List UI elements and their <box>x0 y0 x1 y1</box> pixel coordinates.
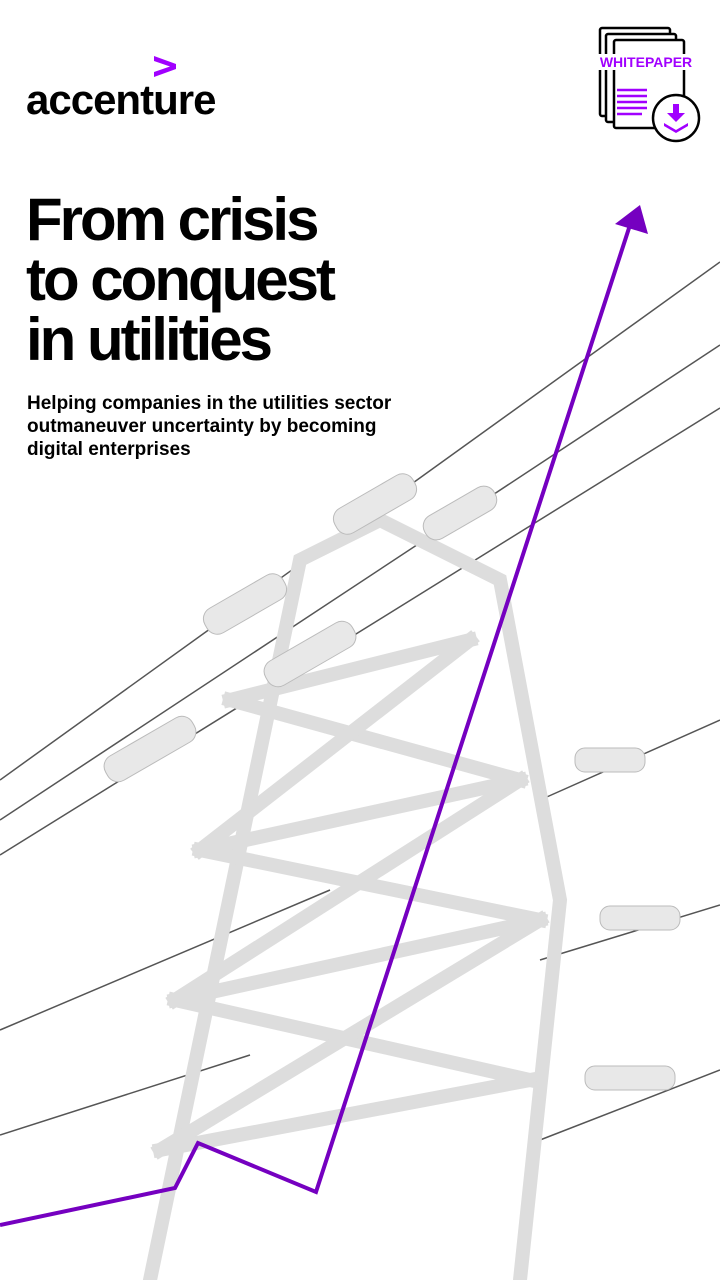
title-line: From crisis <box>26 186 319 253</box>
whitepaper-label: WHITEPAPER <box>592 54 700 70</box>
subtitle-line: digital enterprises <box>27 439 191 460</box>
growth-arrow-head <box>615 205 648 234</box>
title-line: in utilities <box>26 306 273 373</box>
title-line: to conquest <box>26 246 336 313</box>
page-title: From crisis to conquest in utilities <box>26 186 336 373</box>
subtitle-line: outmaneuver uncertainty by becoming <box>27 416 377 437</box>
accenture-chevron-logo <box>154 56 176 77</box>
subtitle: Helping companies in the utilities secto… <box>27 392 447 461</box>
document-download-icon <box>598 26 701 143</box>
growth-arrow-line <box>0 224 632 1227</box>
whitepaper-badge[interactable]: WHITEPAPER <box>592 26 704 146</box>
accenture-logo: accenture <box>26 76 216 123</box>
subtitle-line: Helping companies in the utilities secto… <box>27 393 392 414</box>
